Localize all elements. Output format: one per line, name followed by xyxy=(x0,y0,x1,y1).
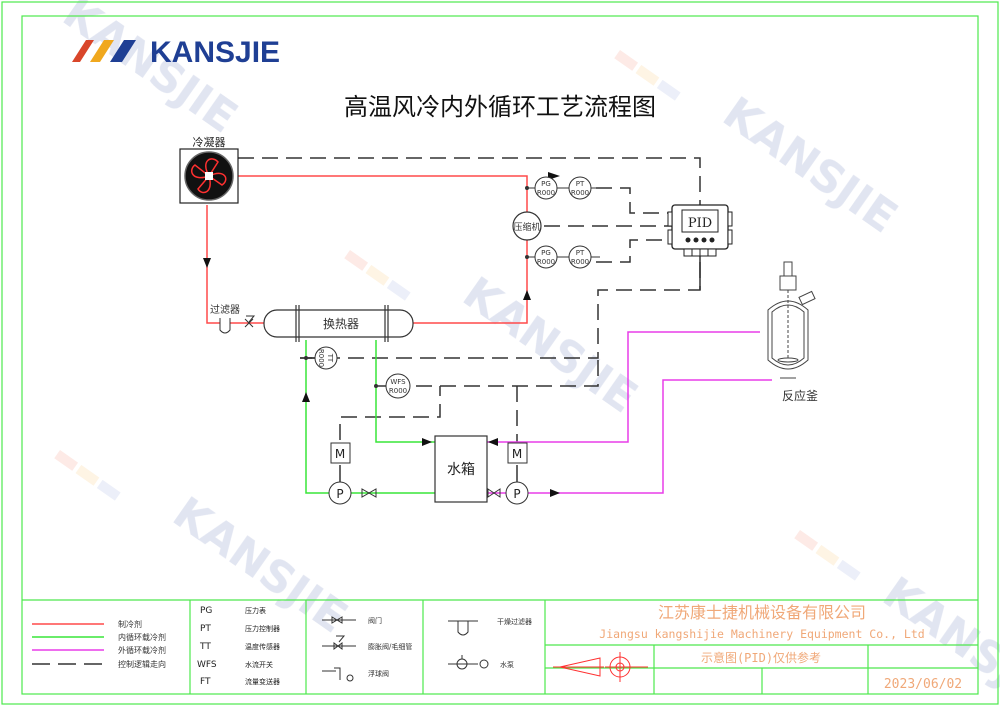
instrument-pg-bottom[interactable]: PG R000 xyxy=(525,245,558,269)
svg-text:内循环载冷剂: 内循环载冷剂 xyxy=(118,632,166,642)
drawing-date: 2023/06/02 xyxy=(884,677,962,692)
expansion-valve[interactable] xyxy=(244,315,256,328)
watermark-stripes xyxy=(54,50,861,581)
svg-text:R000: R000 xyxy=(571,189,589,197)
svg-text:FT: FT xyxy=(200,677,211,687)
flow-arrow-icon xyxy=(523,290,531,300)
svg-text:KANSJIE: KANSJIE xyxy=(54,0,247,143)
svg-text:干燥过滤器: 干燥过滤器 xyxy=(497,617,532,626)
svg-text:R000: R000 xyxy=(317,349,325,367)
logo-stripe-blue xyxy=(110,40,136,62)
svg-text:TT: TT xyxy=(326,353,334,363)
svg-text:R000: R000 xyxy=(537,258,555,266)
watermark-1: KANSJIE xyxy=(54,0,247,143)
svg-text:制冷剂: 制冷剂 xyxy=(118,619,142,629)
legend-block: 制冷剂 内循环载冷剂 外循环载冷剂 控制逻辑走向 PG 压力表 PT 压力控制器… xyxy=(22,599,978,694)
svg-text:WFS: WFS xyxy=(197,660,217,670)
svg-text:KANSJIE: KANSJIE xyxy=(714,87,907,243)
control-lines xyxy=(238,157,701,445)
svg-text:M: M xyxy=(512,447,522,461)
instrument-wfs[interactable]: WFS R000 xyxy=(374,373,411,399)
svg-text:过滤器: 过滤器 xyxy=(210,303,240,316)
svg-text:流量变送器: 流量变送器 xyxy=(245,677,280,686)
svg-text:PG: PG xyxy=(541,180,551,188)
flow-arrow-icon xyxy=(302,392,310,402)
expansion-valve-icon xyxy=(322,635,356,650)
svg-text:压力控制器: 压力控制器 xyxy=(245,624,280,633)
svg-text:反应釜: 反应釜 xyxy=(782,388,818,403)
reactor[interactable]: 反应釜 xyxy=(767,261,818,403)
inner-frame xyxy=(21,15,979,695)
svg-text:R000: R000 xyxy=(571,258,589,266)
brand-logo: KANSJIE xyxy=(72,36,280,69)
svg-text:压力表: 压力表 xyxy=(245,606,266,615)
projection-symbol-icon xyxy=(553,652,648,682)
flow-arrow-icon xyxy=(422,438,432,446)
legend-line-types: 制冷剂 内循环载冷剂 外循环载冷剂 控制逻辑走向 xyxy=(32,619,166,669)
svg-text:温度传感器: 温度传感器 xyxy=(245,642,280,651)
company-name-cn: 江苏康士捷机械设备有限公司 xyxy=(658,603,866,622)
water-pump-icon xyxy=(448,655,489,670)
pid-label: PID xyxy=(688,216,712,231)
reference-note: 示意图(PID)仅供参考 xyxy=(701,650,821,665)
outer-loop-lines xyxy=(487,331,772,494)
flow-arrow-icon xyxy=(488,438,498,446)
dry-filter-icon xyxy=(448,620,478,636)
watermark-2: KANSJIE xyxy=(714,87,907,243)
pump-right[interactable]: P xyxy=(505,481,529,505)
logo-stripe-yellow xyxy=(90,40,114,62)
svg-text:M: M xyxy=(335,447,345,461)
condenser-label: 冷凝器 xyxy=(193,135,226,149)
svg-text:PT: PT xyxy=(576,180,585,188)
svg-text:水泵: 水泵 xyxy=(500,660,514,669)
svg-text:阀门: 阀门 xyxy=(368,616,382,625)
flow-arrow-icon xyxy=(550,489,560,497)
float-valve-icon xyxy=(322,667,354,682)
legend-abbreviations: PG 压力表 PT 压力控制器 TT 温度传感器 WFS 水流开关 FT 流量变… xyxy=(197,606,280,687)
svg-text:控制逻辑走向: 控制逻辑走向 xyxy=(118,659,166,669)
svg-text:膨胀阀/毛细管: 膨胀阀/毛细管 xyxy=(368,642,412,651)
diagram-title: 高温风冷内外循环工艺流程图 xyxy=(344,93,656,121)
valve-left[interactable] xyxy=(361,488,377,498)
brand-name: KANSJIE xyxy=(150,36,280,69)
svg-text:外循环载冷剂: 外循环载冷剂 xyxy=(118,645,166,655)
svg-text:压缩机: 压缩机 xyxy=(513,221,540,233)
svg-text:PT: PT xyxy=(200,624,211,634)
pid-controller[interactable]: PID xyxy=(667,204,733,257)
motor-right[interactable]: M xyxy=(507,442,528,464)
instrument-pt-top[interactable]: PT R000 xyxy=(568,176,592,200)
valve-right[interactable] xyxy=(487,488,501,498)
valve-icon xyxy=(322,616,356,624)
svg-text:浮球阀: 浮球阀 xyxy=(368,669,389,678)
svg-text:PG: PG xyxy=(200,606,212,616)
motor-left[interactable]: M xyxy=(330,442,351,464)
svg-text:换热器: 换热器 xyxy=(323,317,359,331)
flow-arrow-icon xyxy=(203,258,211,268)
refrigerant-lines xyxy=(206,175,528,324)
company-name-en: Jiangsu kangshijie Machinery Equipment C… xyxy=(599,627,924,641)
compressor[interactable]: 压缩机 xyxy=(512,211,542,241)
svg-text:水流开关: 水流开关 xyxy=(245,660,273,669)
instrument-tt[interactable]: TT R000 xyxy=(304,346,338,370)
svg-text:R000: R000 xyxy=(389,387,407,395)
svg-text:WFS: WFS xyxy=(390,378,406,386)
svg-text:TT: TT xyxy=(199,642,211,652)
svg-text:P: P xyxy=(336,487,343,501)
water-tank[interactable]: 水箱 xyxy=(434,435,488,503)
dry-filter[interactable]: 过滤器 xyxy=(210,303,240,334)
logo-stripe-red xyxy=(72,40,94,62)
legend-symbols: 阀门 膨胀阀/毛细管 浮球阀 干燥过滤器 水泵 xyxy=(322,616,532,682)
condenser[interactable]: 冷凝器 xyxy=(179,135,239,204)
svg-text:R000: R000 xyxy=(537,189,555,197)
pump-left[interactable]: P xyxy=(328,481,352,505)
svg-text:PT: PT xyxy=(576,249,585,257)
svg-text:P: P xyxy=(513,487,520,501)
instrument-pt-bottom[interactable]: PT R000 xyxy=(568,245,592,269)
svg-text:水箱: 水箱 xyxy=(447,462,475,478)
heat-exchanger[interactable]: 换热器 xyxy=(263,305,414,342)
svg-text:PG: PG xyxy=(541,249,551,257)
instrument-pg-top[interactable]: PG R000 xyxy=(525,176,558,200)
